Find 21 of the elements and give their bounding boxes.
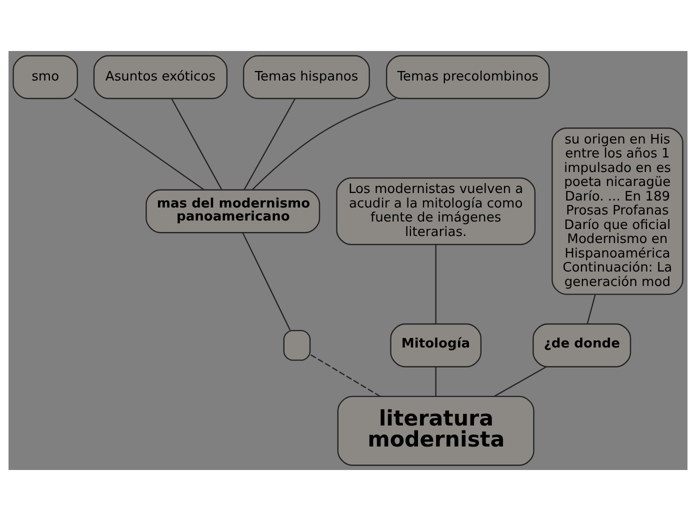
connector [74,98,204,190]
node-box: su origen en His entre los años 1 impulsado en es poeta nicaragüe Darío. ... En 189 Prosas Profanas Darío que oficial Modernismo en Hispanoamérica Continuación: La generación mod [552,127,684,294]
node-box [283,329,311,360]
connector [435,244,436,324]
node-box: Temas precolombinos [386,54,550,99]
node-box: Mitología [390,322,482,367]
node-box: literatura modernista [337,395,534,466]
node-box: smo [12,54,78,99]
node-box: Asuntos exóticos [93,54,228,99]
connector [494,366,546,396]
node-box: Temas hispanos [242,54,370,99]
connector [252,98,396,190]
node-box: ¿de donde [532,322,632,367]
connector [310,353,380,396]
connector [435,366,436,396]
connector [242,232,291,330]
connector [244,98,296,190]
connector [586,294,596,324]
connector [171,98,222,190]
node-box: Los modernistas vuelven a acudir a la mitología como fuente de imágenes literarias. [336,176,536,245]
node-box: mas del modernismo panoamericano [146,188,320,233]
